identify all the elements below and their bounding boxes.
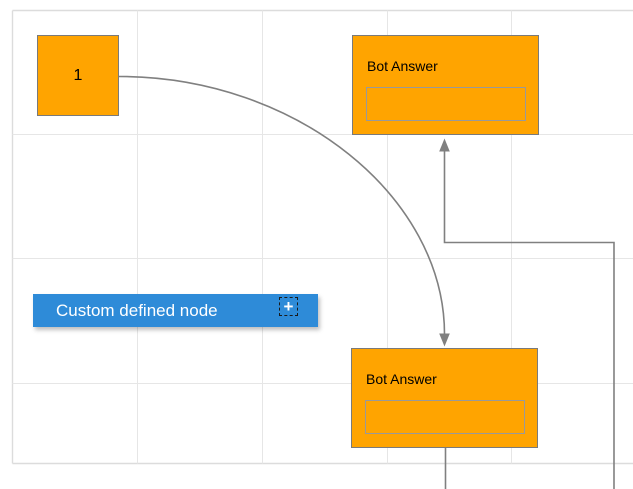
arrowhead-up-icon	[439, 138, 450, 152]
connector-bezier-node1-to-bottom-bot-answer[interactable]	[118, 75, 450, 347]
plus-glyph: +	[283, 297, 294, 316]
node-custom-defined[interactable]: Custom defined node +	[33, 294, 318, 327]
connector-orthogonal-bottom-to-top-bot-answer[interactable]	[439, 138, 615, 489]
node-title: Bot Answer	[366, 371, 437, 387]
add-icon[interactable]: +	[279, 297, 298, 316]
bot-answer-input[interactable]	[366, 87, 526, 121]
custom-node-label: Custom defined node	[56, 301, 218, 320]
node-bot-answer-top[interactable]: Bot Answer	[352, 35, 539, 135]
node-start-label: 1	[73, 66, 83, 84]
node-title: Bot Answer	[367, 58, 438, 74]
arrowhead-down-icon	[439, 333, 450, 347]
bot-answer-input[interactable]	[365, 400, 525, 434]
node-start[interactable]: 1	[37, 35, 119, 116]
node-bot-answer-bottom[interactable]: Bot Answer	[351, 348, 538, 448]
